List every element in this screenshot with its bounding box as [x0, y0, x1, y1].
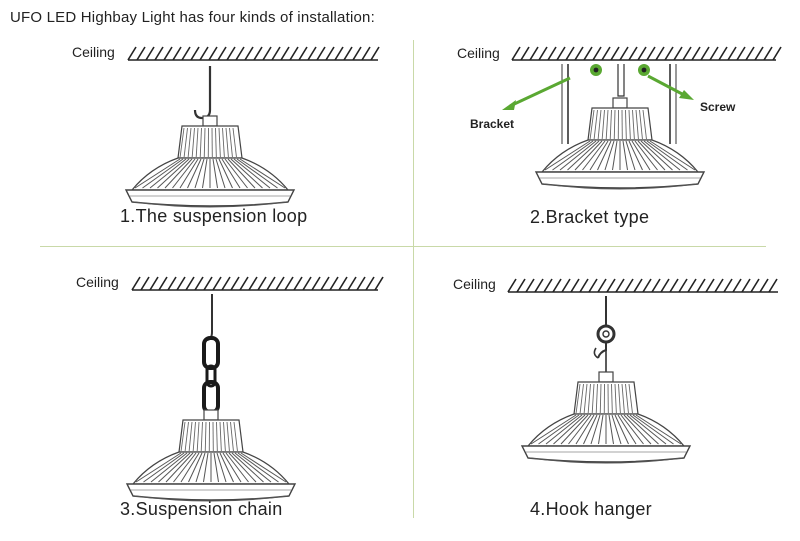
ufo-highbay-lamp-icon [124, 115, 296, 208]
caption: 3.Suspension chain [120, 499, 283, 519]
ceiling-hatch [127, 46, 380, 61]
ceiling-hatch [131, 276, 384, 291]
ceiling-label: Ceiling [457, 45, 500, 61]
bracket-type-diagram [502, 46, 782, 190]
horizontal-divider [40, 246, 766, 247]
bracket-arrow [502, 76, 571, 110]
panel-hook-hanger: Ceiling 4.Hook hanger [420, 266, 800, 519]
ceiling-label: Ceiling [72, 44, 115, 60]
caption: 2.Bracket type [530, 207, 650, 227]
ufo-highbay-lamp-icon [534, 97, 706, 190]
suspension-chain-diagram [125, 276, 384, 502]
screw-arrow [647, 74, 694, 100]
ceiling-label: Ceiling [76, 274, 119, 290]
ceiling-hatch [511, 46, 782, 61]
ufo-highbay-lamp-icon [520, 371, 692, 464]
page-title: UFO LED Highbay Light has four kinds of … [10, 9, 375, 26]
suspension-loop-diagram [124, 46, 380, 208]
caption: 4.Hook hanger [530, 499, 652, 519]
ceiling-label: Ceiling [453, 276, 496, 292]
hook-hanger-diagram [507, 278, 778, 464]
hook-hanger-icon [593, 296, 616, 376]
screw-icon [590, 64, 650, 76]
suspension-loop-icon [193, 66, 212, 120]
chain-icon [202, 294, 220, 416]
panel-suspension-loop: Ceiling 1.The suspension loop [20, 36, 400, 276]
caption: 1.The suspension loop [120, 206, 308, 226]
vertical-divider [413, 40, 414, 518]
panel-bracket-type: Ceiling Bracket Screw 2.Bracket type [420, 36, 800, 276]
bracket-callout: Bracket [470, 117, 515, 131]
ceiling-hatch [507, 278, 778, 293]
ufo-highbay-lamp-icon [125, 409, 297, 502]
screw-callout: Screw [700, 100, 736, 114]
panel-suspension-chain: Ceiling 3.Suspension chain [20, 266, 400, 519]
